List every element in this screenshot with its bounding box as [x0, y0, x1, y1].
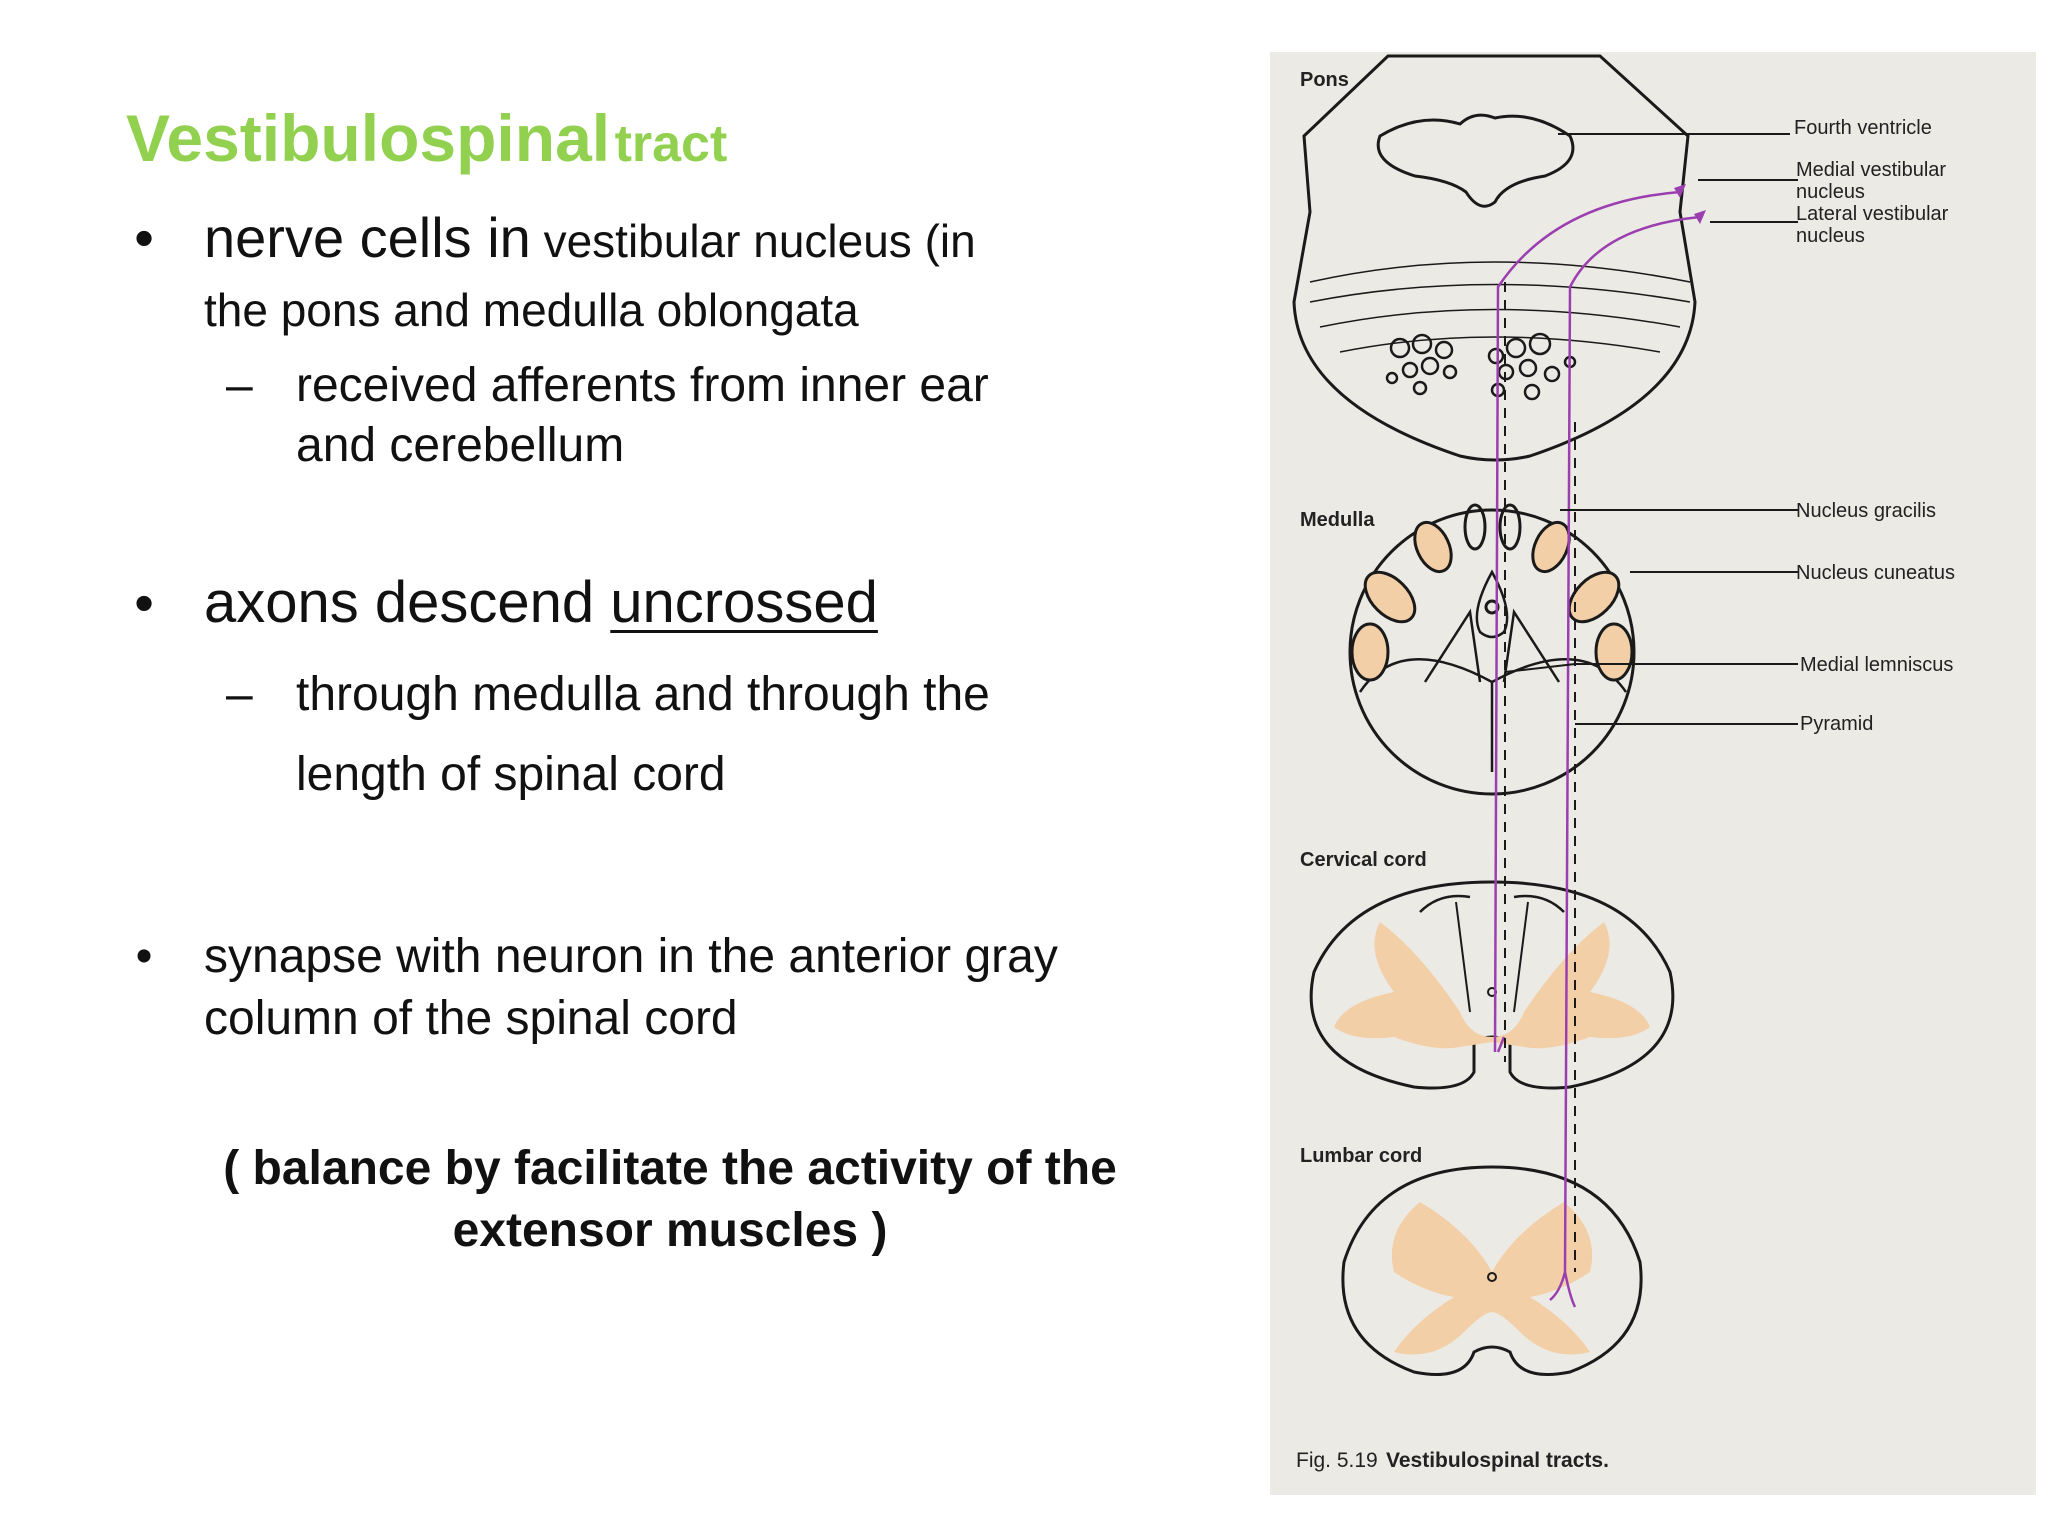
sub-bullet-2-line2: length of spinal cord [296, 748, 726, 801]
note-line1: ( balance by facilitate the activity of … [223, 1142, 1117, 1195]
medulla-section [1348, 508, 1636, 796]
vestibulospinal-tract [1493, 190, 1701, 1308]
label-medulla: Medulla [1300, 509, 1375, 531]
sub-bullet-1-line2: and cerebellum [296, 419, 625, 472]
slide-title: Vestibulospinal tract [126, 100, 727, 176]
bullet-2-text: axons descend [204, 570, 611, 635]
callout-lateral-vestibular-1: Lateral vestibular [1796, 203, 1949, 225]
label-cervical-cord: Cervical cord [1300, 849, 1427, 871]
vestibular-nuclei-markers [1674, 184, 1706, 224]
lumbar-section [1341, 1165, 1643, 1376]
sub-bullet-1-line1: received afferents from inner ear [296, 359, 989, 412]
medulla-nuclei [1350, 520, 1634, 682]
balance-note: ( balance by facilitate the activity of … [130, 1138, 1210, 1262]
bullet-3: • synapse with neuron in the anterior gr… [136, 926, 1164, 1050]
caption-text: Vestibulospinal tracts. [1386, 1449, 1609, 1472]
callout-nucleus-cuneatus: Nucleus cuneatus [1796, 562, 1955, 584]
bullet-1: • nerve cells in vestibular nucleus (in … [134, 205, 1104, 338]
callout-lateral-vestibular-2: nucleus [1796, 225, 1865, 247]
dash-marker: – [226, 359, 253, 412]
title-main: Vestibulospinal [126, 101, 611, 175]
caption-fig-number: Fig. 5.19 [1296, 1449, 1378, 1472]
lumbar-gray-matter [1391, 1202, 1593, 1355]
sub-bullet-2-line1: through medulla and through the [296, 668, 990, 721]
bullet-dot: • [134, 206, 154, 269]
bullet-1-line2: the pons and medulla oblongata [204, 284, 859, 336]
bullet-dot: • [134, 571, 154, 634]
sub-bullet-1: – received afferents from inner ear and … [226, 356, 1156, 476]
callout-medial-lemniscus: Medial lemniscus [1800, 654, 1953, 676]
callout-medial-vestibular-2: nucleus [1796, 181, 1865, 203]
pons-section [1292, 54, 1697, 462]
callout-nucleus-gracilis: Nucleus gracilis [1796, 500, 1936, 522]
figure-drawing: Pons Medulla Cervical cord Lumbar cord F… [1292, 54, 1955, 1472]
cervical-section [1309, 880, 1675, 1090]
dash-marker: – [226, 668, 253, 721]
label-pons: Pons [1300, 69, 1349, 91]
callout-fourth-ventricle: Fourth ventricle [1794, 117, 1932, 139]
bullet-1-lead: nerve cells in [204, 206, 531, 269]
bullet-dot: • [135, 930, 153, 983]
fourth-ventricle-shape [1376, 113, 1575, 208]
bullet-1-rest: vestibular nucleus (in [530, 215, 976, 267]
cervical-gray-matter [1334, 922, 1650, 1049]
label-lumbar-cord: Lumbar cord [1300, 1145, 1422, 1167]
bullet-2-underlined: uncrossed [610, 570, 878, 635]
callout-pyramid: Pyramid [1800, 713, 1873, 735]
sub-bullet-2: – through medulla and through the length… [226, 655, 1156, 815]
title-small: tract [614, 115, 728, 173]
bullet-3-line2: column of the spinal cord [204, 992, 738, 1045]
bullet-2: • axons descend uncrossed [134, 568, 1104, 638]
vestibulospinal-figure: Pons Medulla Cervical cord Lumbar cord F… [1270, 52, 2036, 1495]
bullet-3-line1: synapse with neuron in the anterior gray [204, 930, 1058, 983]
pontine-nuclei [1385, 332, 1577, 401]
callout-medial-vestibular-1: Medial vestibular [1796, 159, 1946, 181]
note-line2: extensor muscles ) [452, 1204, 888, 1257]
